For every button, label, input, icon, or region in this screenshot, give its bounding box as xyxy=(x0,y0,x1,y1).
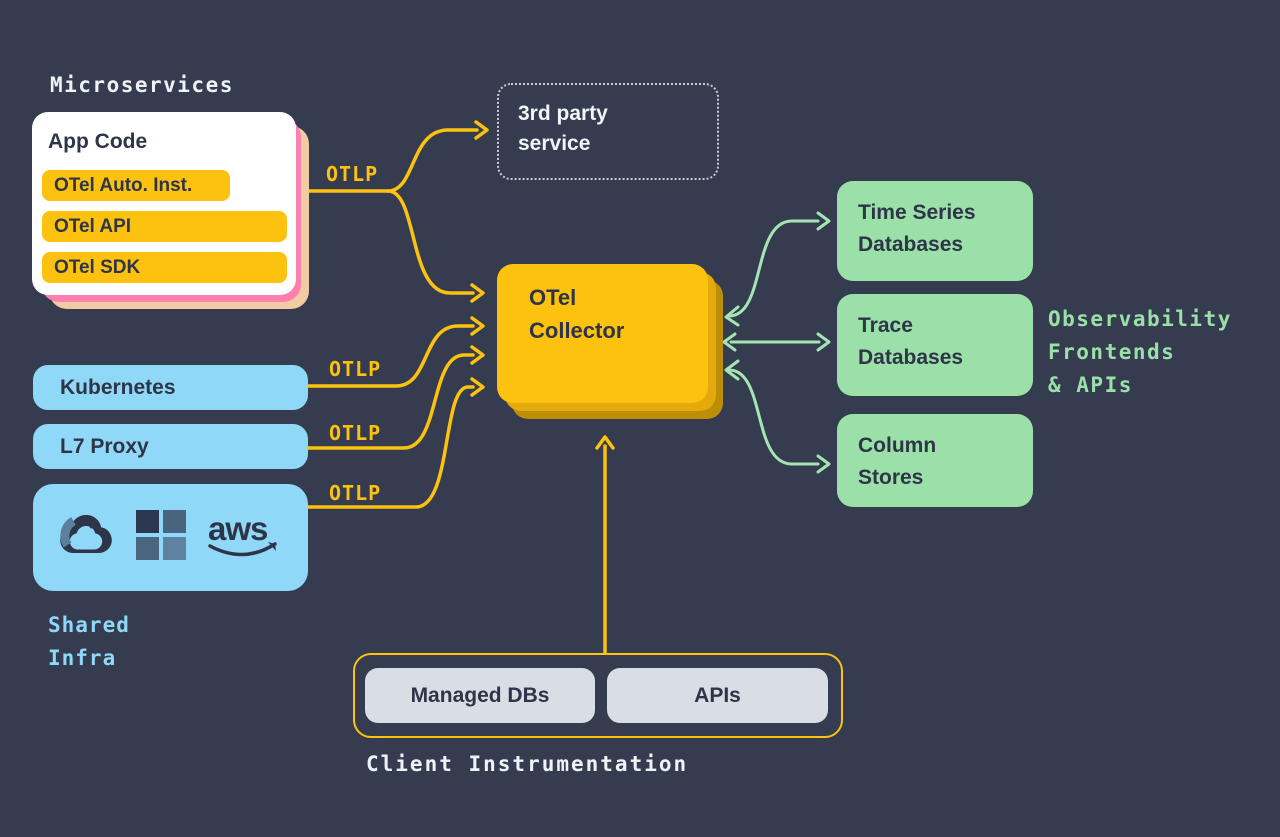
aws-icon: aws xyxy=(204,509,286,567)
otlp-arrow-to-thirdparty xyxy=(386,128,479,193)
arrowhead xyxy=(816,454,831,474)
otlp-label-sharedinfra: OTLP xyxy=(329,481,382,505)
otlp-arrow-appcode-to-collector xyxy=(386,189,475,295)
pill-otel-api: OTel API xyxy=(42,211,287,242)
app-code-card: App Code OTel Auto. Inst. OTel API OTel … xyxy=(32,112,296,295)
svg-text:aws: aws xyxy=(208,510,267,547)
arrowhead xyxy=(816,332,831,352)
otlp-label-kubernetes: OTLP xyxy=(329,357,382,381)
client-instrumentation-label: Client Instrumentation xyxy=(366,752,689,776)
trace-databases-box: Trace Databases xyxy=(837,294,1033,396)
l7-proxy-box: L7 Proxy xyxy=(33,424,308,469)
otlp-label-l7proxy: OTLP xyxy=(329,421,382,445)
arrowhead xyxy=(722,332,737,352)
pill-otel-sdk: OTel SDK xyxy=(42,252,287,283)
kubernetes-box: Kubernetes xyxy=(33,365,308,410)
third-party-service-box: 3rd party service xyxy=(497,83,719,180)
green-arrow-timeseries xyxy=(727,219,820,318)
managed-dbs-pill: Managed DBs xyxy=(365,668,595,723)
arrowhead xyxy=(470,345,485,365)
arrowhead xyxy=(474,120,489,140)
observability-frontends-label: Observability Frontends & APIs xyxy=(1048,307,1232,397)
app-code-title: App Code xyxy=(48,130,148,153)
arrowhead xyxy=(595,435,615,450)
arrowhead xyxy=(470,316,485,336)
shared-infra-label: Shared Infra xyxy=(48,613,130,670)
column-stores-box: Column Stores xyxy=(837,414,1033,507)
arrowhead xyxy=(724,359,740,381)
green-arrow-columnstores xyxy=(727,368,820,466)
arrowhead xyxy=(470,283,485,303)
otel-collector-box: OTel Collector xyxy=(497,264,708,403)
time-series-databases-box: Time Series Databases xyxy=(837,181,1033,281)
shared-infra-box: aws xyxy=(33,484,308,591)
client-instrumentation-outline xyxy=(353,653,843,738)
otlp-label-appcode: OTLP xyxy=(326,162,379,186)
apis-pill: APIs xyxy=(607,668,828,723)
google-cloud-icon xyxy=(55,509,117,567)
pill-otel-auto-inst: OTel Auto. Inst. xyxy=(42,170,230,201)
arrowhead xyxy=(470,377,485,397)
microservices-label: Microservices xyxy=(50,73,234,97)
microsoft-icon xyxy=(135,509,186,566)
arrowhead xyxy=(816,211,831,231)
arrowhead xyxy=(724,305,740,327)
